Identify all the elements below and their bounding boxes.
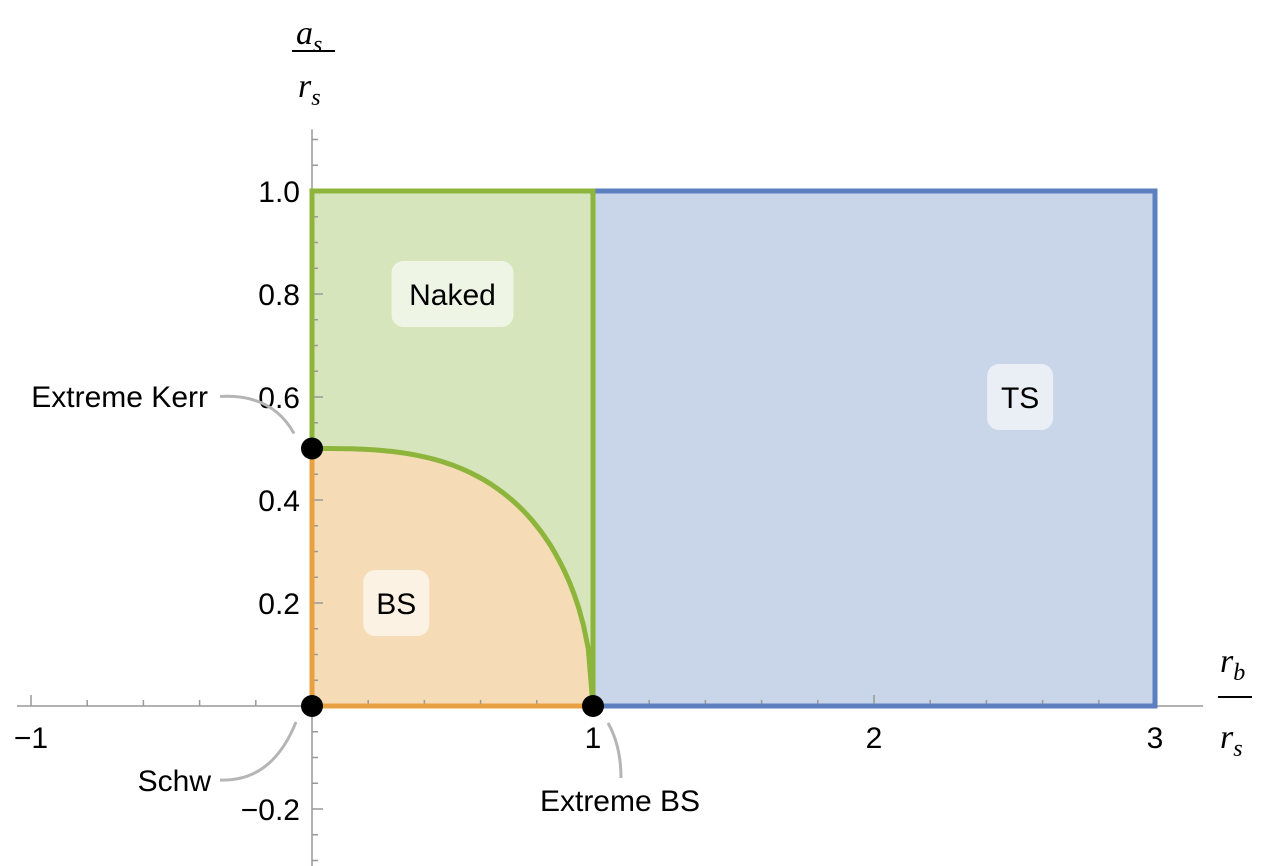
point-schw-label: Schw [138, 765, 212, 798]
point-schw [301, 695, 323, 717]
y-axis-label: as rs [292, 15, 335, 111]
x-label-numerator: rb [1220, 643, 1245, 686]
y-tick-label: 0.8 [258, 279, 300, 312]
region-bs-label-box [363, 570, 430, 636]
x-tick-label: −1 [14, 722, 48, 755]
region-ts-label-box [987, 364, 1054, 430]
y-label-numerator: as [296, 15, 322, 58]
point-schw-leader [219, 721, 298, 782]
region-ts-fill [593, 191, 1155, 706]
point-extreme-bs-leader [606, 722, 623, 779]
region-naked-fill [312, 191, 593, 706]
y-ticks: −0.2 0.2 0.4 0.6 0.8 1.0 [241, 138, 323, 862]
x-tick-label: 1 [585, 722, 602, 755]
point-extreme-bs-label: Extreme BS [540, 785, 700, 818]
point-extreme-kerr-label: Extreme Kerr [31, 381, 208, 414]
boundary-layer [309, 188, 1158, 709]
region-naked-label-box [391, 261, 514, 327]
x-label-denominator: rs [1220, 719, 1243, 762]
region-naked-label: Naked [409, 279, 496, 312]
region-naked-outline [309, 188, 596, 706]
point-extreme-kerr [301, 437, 323, 460]
region-bs-label: BS [376, 588, 416, 621]
x-axis-label: rb rs [1218, 643, 1252, 762]
y-tick-label: 1.0 [258, 176, 300, 209]
x-tick-label: 2 [866, 722, 883, 755]
region-ts-label: TS [1001, 382, 1039, 415]
y-tick-label: 0.6 [258, 382, 300, 415]
y-tick-label: 0.2 [258, 588, 300, 621]
y-label-denominator: rs [298, 68, 321, 111]
boundary-curve [312, 446, 596, 707]
point-extreme-kerr-leader [219, 394, 296, 435]
x-tick-label: 3 [1147, 722, 1164, 755]
region-bs-outline [309, 448, 593, 709]
regions-layer [312, 191, 1155, 706]
y-tick-label: 0.4 [258, 485, 300, 518]
point-extreme-bs [582, 695, 604, 717]
y-tick-label: −0.2 [241, 794, 300, 827]
